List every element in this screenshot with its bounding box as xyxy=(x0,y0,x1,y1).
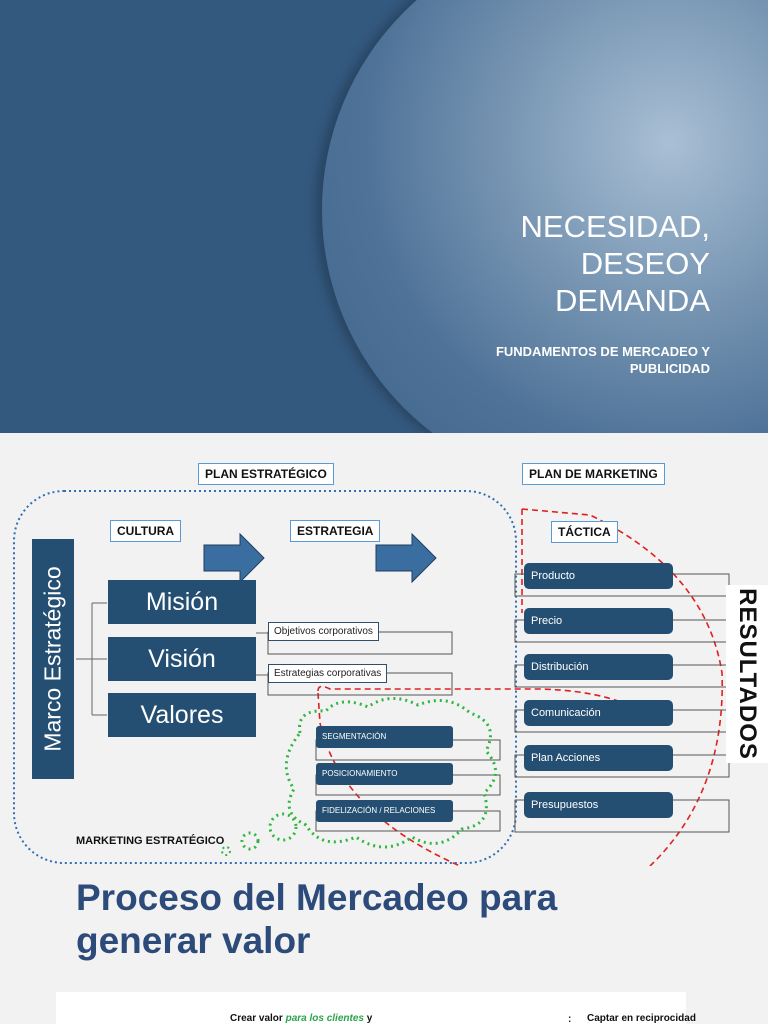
tactica-label: TÁCTICA xyxy=(551,521,618,543)
tactic-plan-acciones: Plan Acciones xyxy=(524,745,673,771)
title-slide: NECESIDAD, DESEOY DEMANDA FUNDAMENTOS DE… xyxy=(0,0,768,433)
tactic-comunicacion: Comunicación xyxy=(524,700,673,726)
decorative-circle xyxy=(322,0,768,433)
plan-marketing-label: PLAN DE MARKETING xyxy=(522,463,665,485)
tactic-producto: Producto xyxy=(524,563,673,589)
mision-box: Misión xyxy=(108,580,256,624)
estrategia-label: ESTRATEGIA xyxy=(290,520,381,542)
captar-text: Captar en reciprocidad xyxy=(587,1013,696,1024)
vision-box: Visión xyxy=(108,637,256,681)
objetivos-box: Objetivos corporativos xyxy=(268,622,379,641)
tactic-precio: Precio xyxy=(524,608,673,634)
separator-mark: : xyxy=(568,1014,572,1024)
strategy-diagram-slide: PLAN ESTRATÉGICO PLAN DE MARKETING CULTU… xyxy=(0,433,768,866)
posicionamiento-box: POSICIONAMIENTO xyxy=(316,763,453,785)
process-panel xyxy=(56,992,686,1024)
plan-estrategico-label: PLAN ESTRATÉGICO xyxy=(198,463,334,485)
marco-estrategico-box: Marco Estratégico xyxy=(32,539,74,779)
marketing-estrategico-label: MARKETING ESTRATÉGICO xyxy=(76,835,225,847)
process-slide: Proceso del Mercadeo para generar valor … xyxy=(0,866,768,1024)
valores-box: Valores xyxy=(108,693,256,737)
segmentacion-box: SEGMENTACIÓN xyxy=(316,726,453,748)
fidelizacion-box: FIDELIZACIÓN / RELACIONES xyxy=(316,800,453,822)
slide-title: NECESIDAD, DESEOY DEMANDA xyxy=(520,209,710,318)
resultados-label: RESULTADOS xyxy=(726,585,768,763)
crear-valor-text: Crear valor para los clientes y xyxy=(230,1013,373,1024)
cultura-label: CULTURA xyxy=(110,520,182,542)
estrategias-box: Estrategias corporativas xyxy=(268,664,388,683)
tactic-presupuestos: Presupuestos xyxy=(524,792,673,818)
tactic-distribucion: Distribución xyxy=(524,654,673,680)
process-title: Proceso del Mercadeo para generar valor xyxy=(76,877,558,961)
slide-subtitle: FUNDAMENTOS DE MERCADEO Y PUBLICIDAD xyxy=(495,344,710,376)
